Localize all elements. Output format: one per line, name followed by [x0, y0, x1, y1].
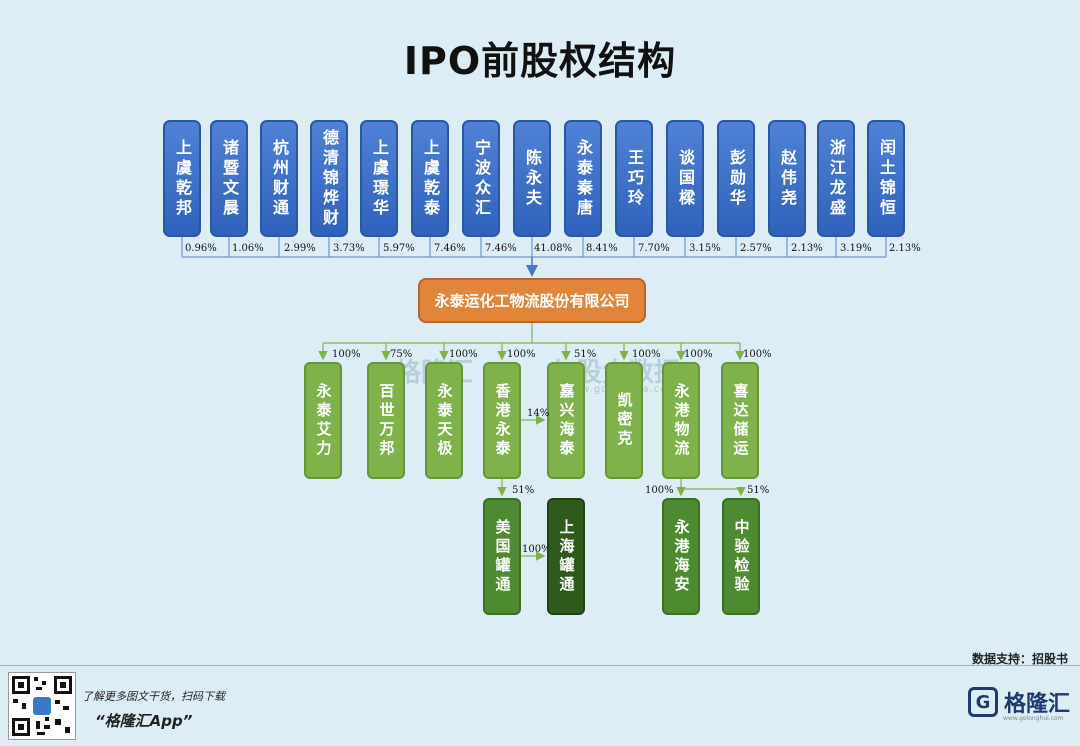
shareholder-box: 浙江龙盛: [817, 120, 855, 237]
subsidiary-pct: 75%: [390, 349, 413, 360]
subsidiary-box: 永泰艾力: [304, 362, 342, 479]
cross-link-pct: 14%: [527, 408, 550, 419]
subsidiary-lines: [318, 323, 746, 561]
shareholder-pct: 7.46%: [434, 243, 466, 254]
shareholder-box: 上虞乾泰: [411, 120, 449, 237]
shareholder-pct: 0.96%: [185, 243, 217, 254]
subsidiary-pct: 100%: [507, 349, 536, 360]
shareholder-lines: [181, 237, 887, 258]
shareholder-box: 彭勋华: [717, 120, 755, 237]
shareholder-box: 诸暨文晨: [210, 120, 248, 237]
subsidiary-pct: 100%: [743, 349, 772, 360]
promo-text: 了解更多图文干货，扫码下载: [82, 690, 225, 703]
shareholder-box: 宁波众汇: [462, 120, 500, 237]
shareholder-pct: 7.46%: [485, 243, 517, 254]
second-level-box: 美国罐通: [483, 498, 521, 615]
logo-g-icon: G: [968, 687, 998, 717]
subsidiary-box: 凯密克: [605, 362, 643, 479]
subsidiary-box: 永泰天极: [425, 362, 463, 479]
shareholder-pct: 2.99%: [284, 243, 316, 254]
subsidiary-pct: 100%: [449, 349, 478, 360]
subsidiary-box: 永港物流: [662, 362, 700, 479]
logo-url: www.gelonghui.com: [1003, 715, 1064, 722]
shareholder-pct: 3.19%: [840, 243, 872, 254]
shareholder-box: 陈永夫: [513, 120, 551, 237]
data-source: 数据支持：招股书: [971, 652, 1068, 666]
second-level-box: 永港海安: [662, 498, 700, 615]
shareholder-pct: 41.08%: [534, 243, 573, 254]
second-level-pct: 51%: [747, 485, 770, 496]
subsidiary-pct: 51%: [574, 349, 597, 360]
shareholder-box: 上虞璟华: [360, 120, 398, 237]
shareholder-box: 赵伟尧: [768, 120, 806, 237]
shareholder-pct: 8.41%: [586, 243, 618, 254]
shareholder-box: 永泰秦唐: [564, 120, 602, 237]
company-box: 永泰运化工物流股份有限公司: [418, 278, 646, 323]
subsidiary-pct: 100%: [684, 349, 713, 360]
subsidiary-pct: 100%: [332, 349, 361, 360]
second-level-box: 上海罐通: [547, 498, 585, 615]
shareholder-pct: 7.70%: [638, 243, 670, 254]
shareholder-pct: 2.13%: [889, 243, 921, 254]
shareholder-box: 德清锦烨财: [310, 120, 348, 237]
brand-logo: G 格隆汇: [968, 686, 1070, 718]
subsidiary-box: 嘉兴海泰: [547, 362, 585, 479]
promo-app-name: “格隆汇App”: [95, 712, 193, 730]
page-title: IPO前股权结构: [403, 39, 677, 83]
subsidiary-pct: 100%: [632, 349, 661, 360]
shareholder-box: 王巧玲: [615, 120, 653, 237]
shareholder-box: 闰土锦恒: [867, 120, 905, 237]
shareholder-pct: 2.57%: [740, 243, 772, 254]
second-level-pct: 51%: [512, 485, 535, 496]
shareholder-box: 杭州财通: [260, 120, 298, 237]
shareholder-pct: 1.06%: [232, 243, 264, 254]
shareholder-pct: 5.97%: [383, 243, 415, 254]
shareholder-box: 谈国樑: [666, 120, 704, 237]
shareholder-pct: 3.15%: [689, 243, 721, 254]
shareholder-pct: 3.73%: [333, 243, 365, 254]
subsidiary-box: 香港永泰: [483, 362, 521, 479]
shareholder-pct: 2.13%: [791, 243, 823, 254]
second-level-pct: 100%: [645, 485, 674, 496]
shareholder-box: 上虞乾邦: [163, 120, 201, 237]
qr-code: [8, 672, 76, 740]
logo-text: 格隆汇: [1004, 692, 1071, 717]
second-level-pct: 100%: [522, 544, 551, 555]
second-level-box: 中验检验: [722, 498, 760, 615]
subsidiary-box: 喜达储运: [721, 362, 759, 479]
footer-divider: [0, 665, 1080, 666]
subsidiary-box: 百世万邦: [367, 362, 405, 479]
